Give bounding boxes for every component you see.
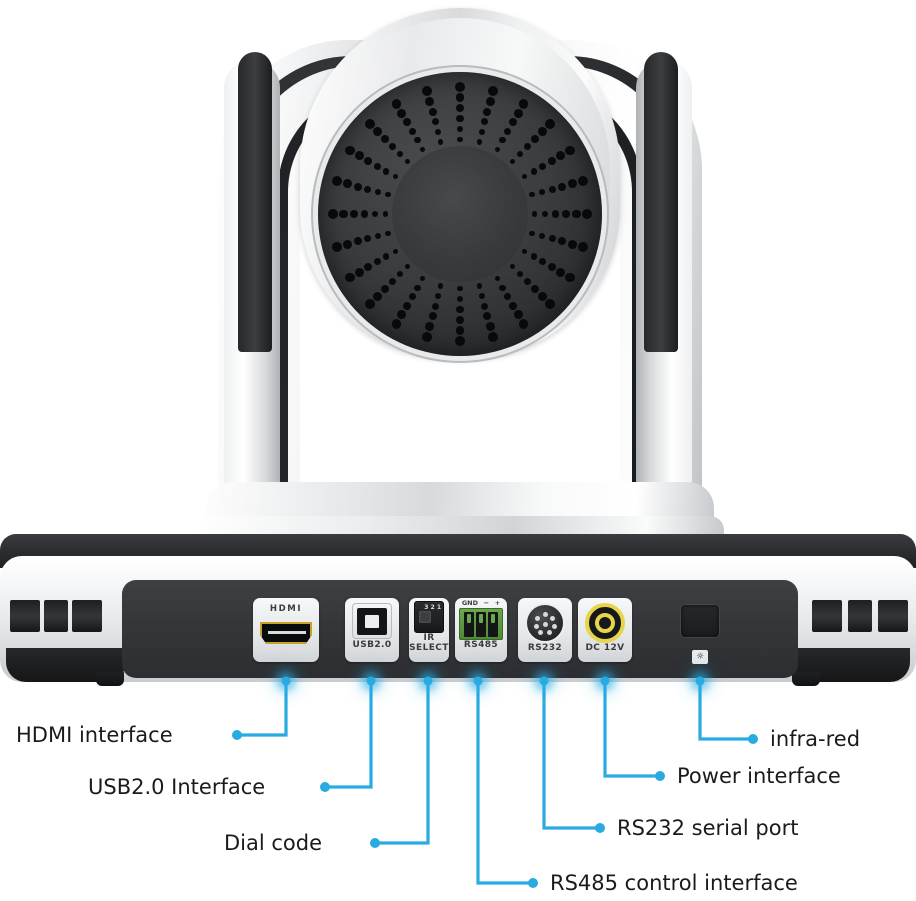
yoke-arm-right-inset: [644, 52, 678, 352]
callout-dot-rs485: [528, 878, 538, 888]
usb-connector-icon: [352, 603, 392, 639]
callout-dot-dial: [370, 838, 380, 848]
hdmi-port-label: HDMI: [269, 604, 303, 614]
rs485-pin-plus: +: [494, 599, 501, 607]
ir-select-dial[interactable]: 3 2 1 IR SELECT: [409, 598, 449, 662]
barrel-jack-icon: [585, 603, 625, 643]
callout-anchor-power: [600, 676, 610, 686]
callout-label-hdmi: HDMI interface: [16, 723, 173, 747]
base-vent-left: [10, 600, 110, 632]
rs485-terminal-block-icon: [459, 608, 503, 640]
callout-dot-power: [655, 771, 665, 781]
infrared-receiver-icon: ☼: [692, 650, 708, 664]
callout-label-rs232: RS232 serial port: [617, 816, 799, 840]
callout-anchor-usb: [366, 676, 376, 686]
rs485-pin-gnd: GND: [461, 599, 478, 607]
callout-label-dial: Dial code: [224, 831, 323, 855]
rs232-port-label: RS232: [527, 643, 563, 653]
ir-select-label-line1: IR: [423, 633, 435, 643]
infrared-receiver-window: [680, 604, 720, 638]
hdmi-port[interactable]: HDMI: [253, 598, 319, 662]
callout-anchor-infrared: [695, 676, 705, 686]
usb-port-label: USB2.0: [352, 640, 392, 650]
callout-dot-infrared: [748, 734, 758, 744]
callout-anchor-dial: [423, 676, 433, 686]
dip-switch-icon: 3 2 1: [414, 601, 444, 633]
camera-lens-center: [392, 146, 528, 282]
callout-label-power: Power interface: [677, 764, 841, 788]
dc-power-jack[interactable]: DC 12V: [578, 598, 632, 662]
callout-dot-rs232: [595, 823, 605, 833]
rs485-terminal[interactable]: GND − + RS485: [455, 598, 507, 662]
base-foot-right: [792, 672, 820, 686]
dip-switch-positions: 3 2 1: [424, 604, 441, 611]
dc-power-label: DC 12V: [585, 643, 625, 653]
base-foot-left: [96, 672, 124, 686]
rs485-pin-labels: GND − +: [459, 599, 503, 607]
rs485-pin-minus: −: [483, 599, 490, 607]
callout-label-usb: USB2.0 Interface: [88, 775, 266, 799]
callout-label-rs485: RS485 control interface: [550, 871, 798, 895]
callout-anchor-rs485: [473, 676, 483, 686]
yoke-arm-left-inset: [238, 52, 272, 352]
callout-dot-hdmi: [232, 730, 242, 740]
usb-port[interactable]: USB2.0: [345, 598, 399, 662]
callout-dot-usb: [320, 782, 330, 792]
ir-select-label-line2: SELECT: [409, 642, 449, 653]
callout-anchor-rs232: [539, 676, 549, 686]
callout-anchor-hdmi: [281, 676, 291, 686]
rs485-port-label: RS485: [463, 640, 499, 650]
hdmi-connector-icon: [260, 622, 312, 644]
mini-din-connector-icon: [525, 603, 565, 643]
base-vent-right: [806, 600, 908, 632]
rs232-port[interactable]: RS232: [518, 598, 572, 662]
callout-label-infrared: infra-red: [770, 727, 861, 751]
